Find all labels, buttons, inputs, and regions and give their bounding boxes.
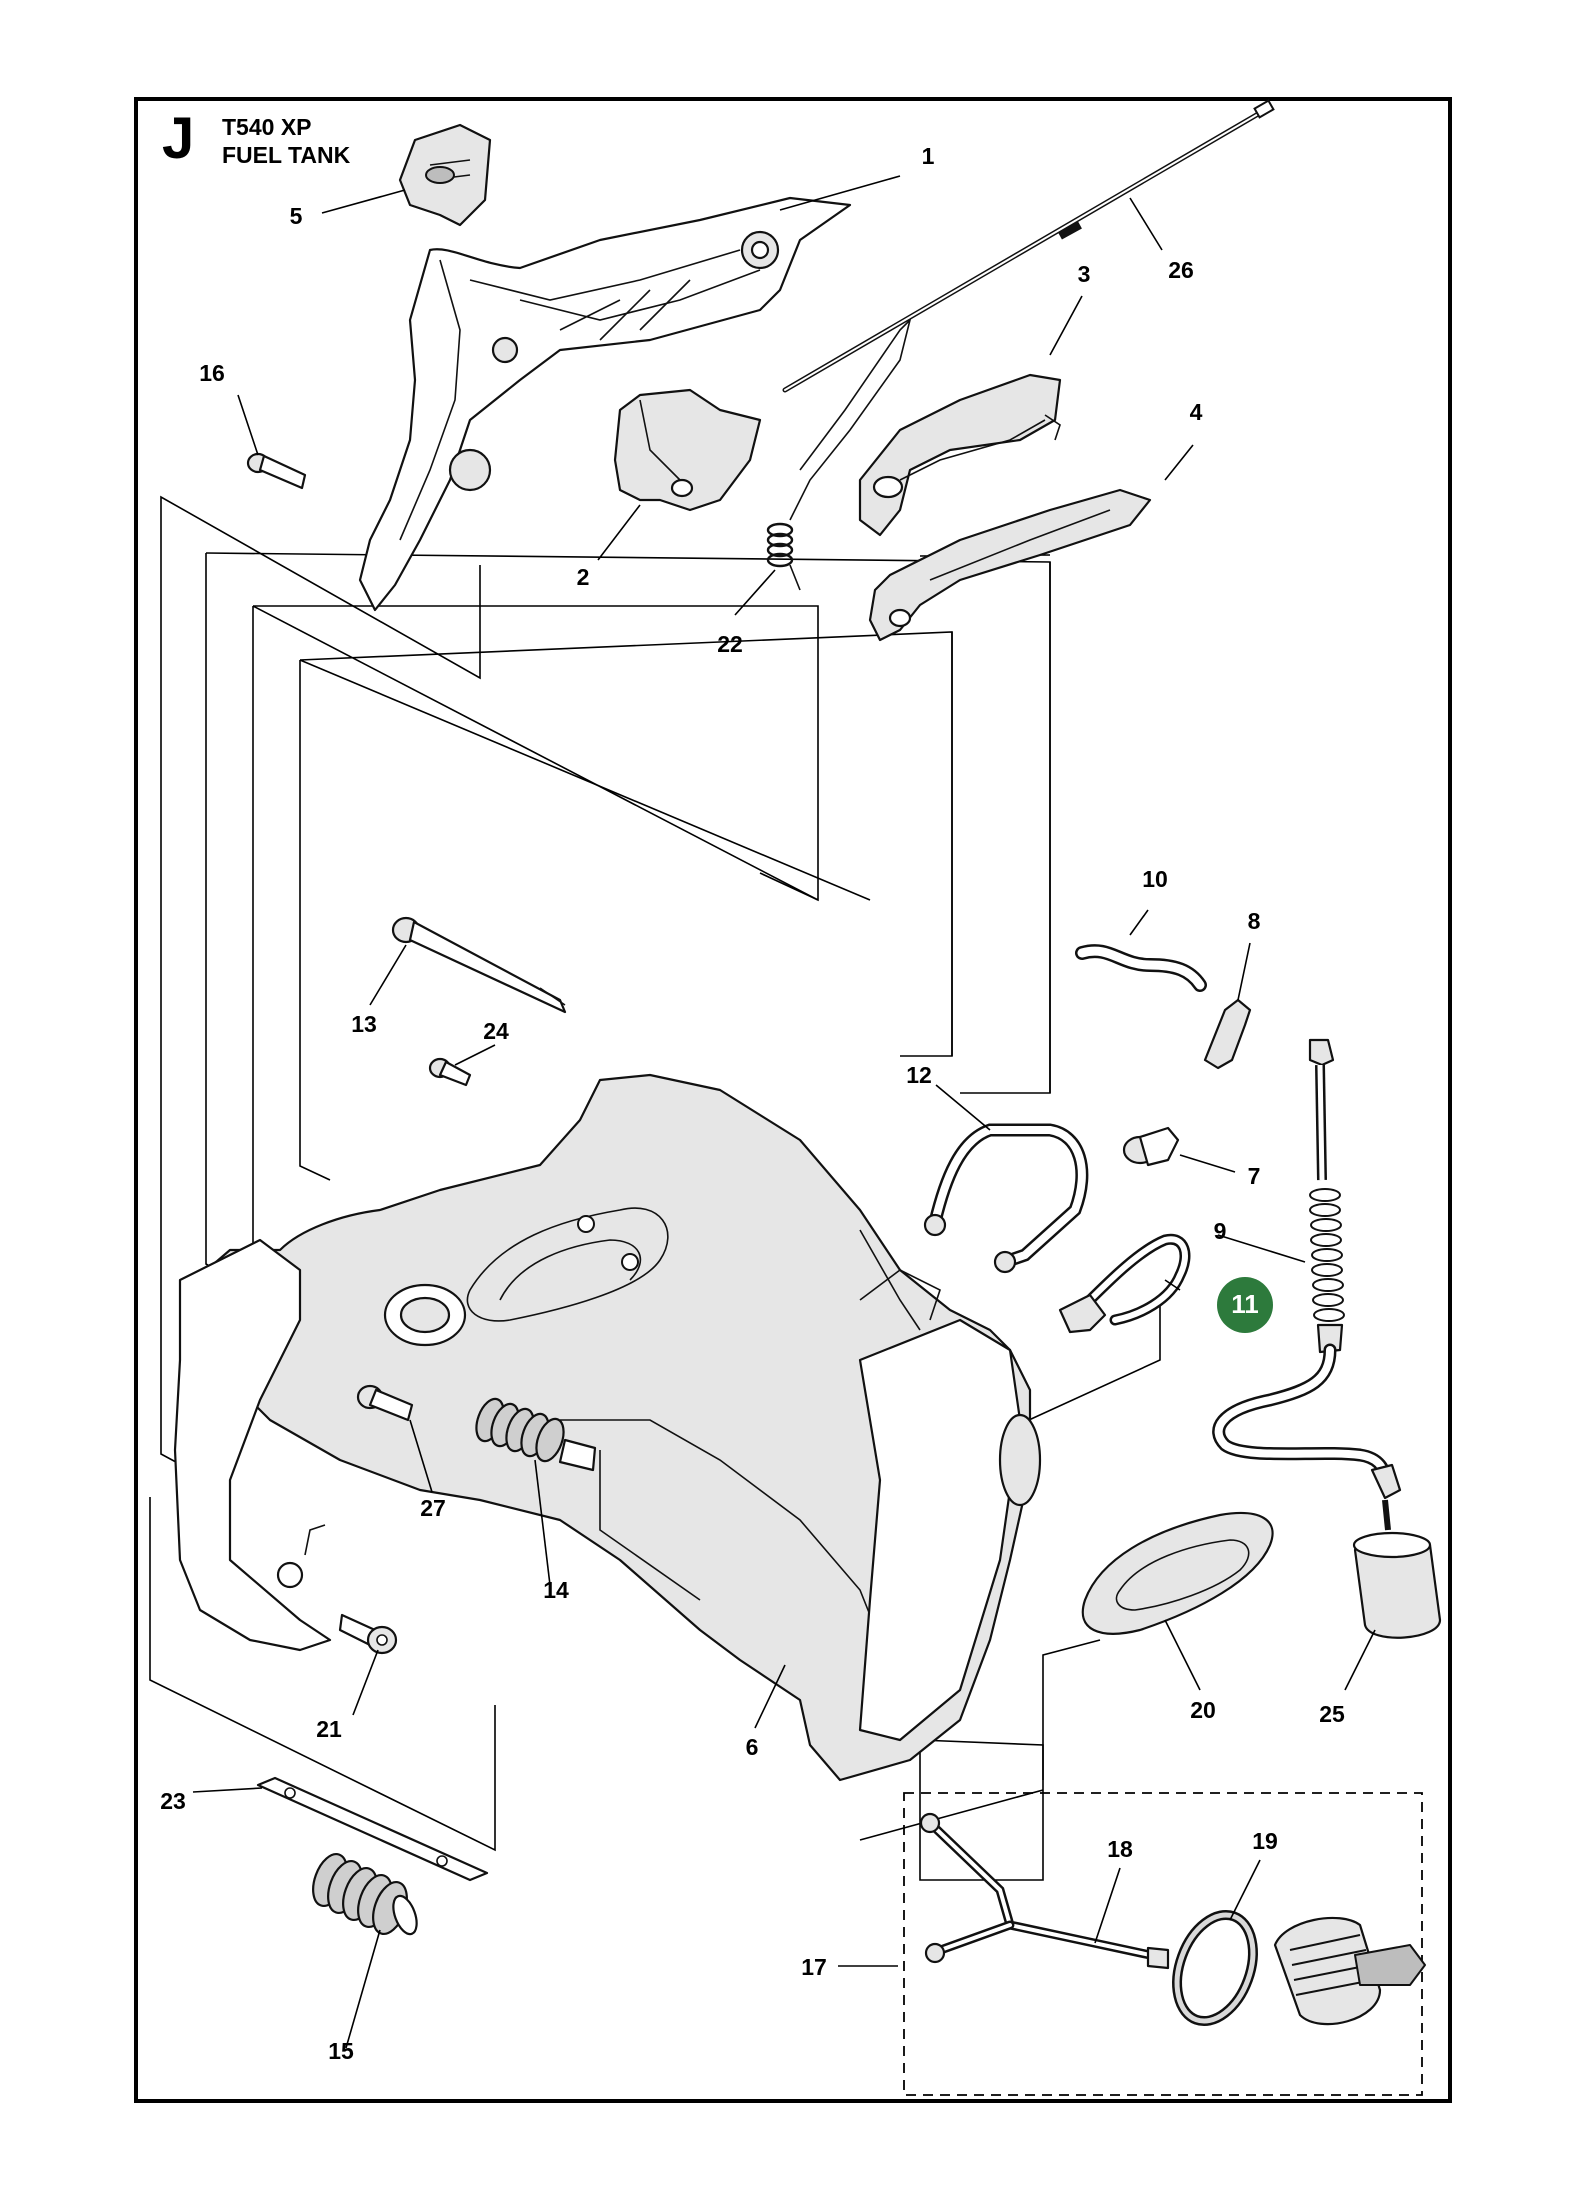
upper-handle-part	[358, 196, 852, 612]
callout-10: 10	[1142, 866, 1168, 892]
cap-strap-part	[919, 1812, 1170, 1970]
fuel-cap-part	[1273, 1916, 1426, 2026]
screw-21-part	[338, 1613, 398, 1655]
fuel-hose-part	[1212, 1038, 1402, 1500]
throttle-rod-part	[782, 99, 1275, 393]
screw-27-part	[356, 1384, 414, 1422]
bolt-13-part	[391, 916, 567, 1014]
callout-13: 13	[351, 1011, 377, 1037]
callout-22: 22	[717, 631, 743, 657]
callout-26: 26	[1168, 257, 1194, 283]
callout-12: 12	[906, 1062, 932, 1088]
diagram-frame	[134, 97, 1452, 2103]
callout-16: 16	[199, 360, 225, 386]
grommet-7-part	[1122, 1126, 1180, 1167]
screw-24-part	[428, 1057, 472, 1087]
throttle-trigger-part	[858, 373, 1062, 537]
callout-20: 20	[1190, 1697, 1216, 1723]
callout-27: 27	[420, 1495, 446, 1521]
callout-18: 18	[1107, 1836, 1133, 1862]
callout-19: 19	[1252, 1828, 1278, 1854]
callout-23: 23	[160, 1788, 186, 1814]
plate-23-part	[256, 1776, 489, 1882]
callout-labels: 1 2 3 4 5 6 7 8 9 10 11 12 13 14 15 16 1…	[160, 143, 1345, 2064]
callout-4: 4	[1190, 399, 1203, 425]
throttle-lockout-part	[613, 388, 762, 512]
callout-8: 8	[1248, 908, 1261, 934]
assembly-guide-lines	[149, 495, 1161, 1881]
callout-25: 25	[1319, 1701, 1345, 1727]
fuel-tank-part	[173, 1073, 1042, 1782]
damper-15-part	[312, 1853, 418, 1936]
hose-10-part	[1075, 944, 1207, 992]
fuel-filter-part	[1352, 1499, 1442, 1639]
callout-6: 6	[746, 1734, 759, 1760]
sheet-letter: J	[162, 106, 195, 171]
callout-3: 3	[1078, 261, 1091, 287]
tank-cover-part	[1081, 1511, 1274, 1635]
callout-15: 15	[328, 2038, 354, 2064]
bracket-12-part	[923, 1123, 1089, 1274]
callout-1: 1	[922, 143, 935, 169]
fuel-cap-assembly-box	[903, 1792, 1423, 2096]
screw-16-part	[246, 452, 307, 490]
handle-clip-part	[398, 123, 492, 227]
callout-14: 14	[543, 1577, 569, 1603]
clamp-11-part	[1058, 1233, 1191, 1334]
model-name: T540 XP	[222, 114, 312, 140]
callout-5: 5	[290, 203, 303, 229]
callout-7: 7	[1248, 1163, 1261, 1189]
torsion-spring-part	[766, 317, 912, 591]
callout-2: 2	[577, 564, 590, 590]
damper-14-part	[475, 1397, 597, 1472]
callout-21: 21	[316, 1716, 342, 1742]
callout-24: 24	[483, 1018, 509, 1044]
callout-9: 9	[1214, 1218, 1227, 1244]
callout-11-highlight	[1217, 1277, 1273, 1333]
section-title: FUEL TANK	[222, 142, 351, 168]
leader-lines	[192, 175, 1376, 2049]
callout-11: 11	[1231, 1289, 1259, 1319]
o-ring-19-part	[1172, 1909, 1258, 2027]
callout-17: 17	[801, 1954, 827, 1980]
connector-8-part	[1203, 998, 1252, 1070]
throttle-link-part	[868, 488, 1152, 642]
